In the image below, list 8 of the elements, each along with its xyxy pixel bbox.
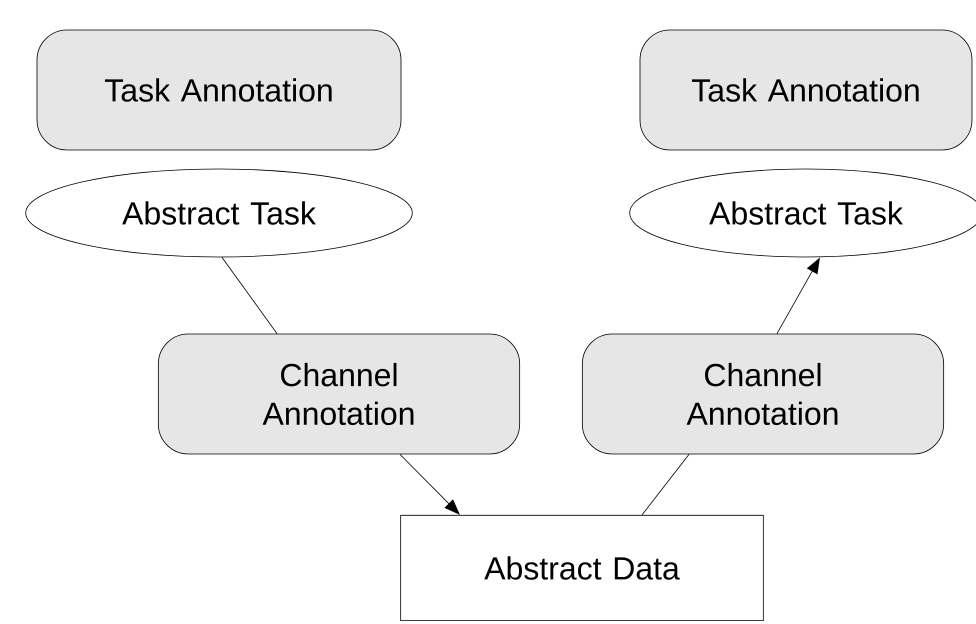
rounded-box: Channel Annotation <box>582 334 944 454</box>
rounded-box: Channel Annotation <box>158 334 520 454</box>
connector-line <box>222 257 278 334</box>
rounded-box: Task Annotation <box>640 30 972 150</box>
arrow <box>400 454 460 515</box>
rectangle-box: Abstract Data <box>400 514 764 622</box>
connector-line <box>642 454 690 516</box>
rounded-box: Task Annotation <box>36 30 402 150</box>
